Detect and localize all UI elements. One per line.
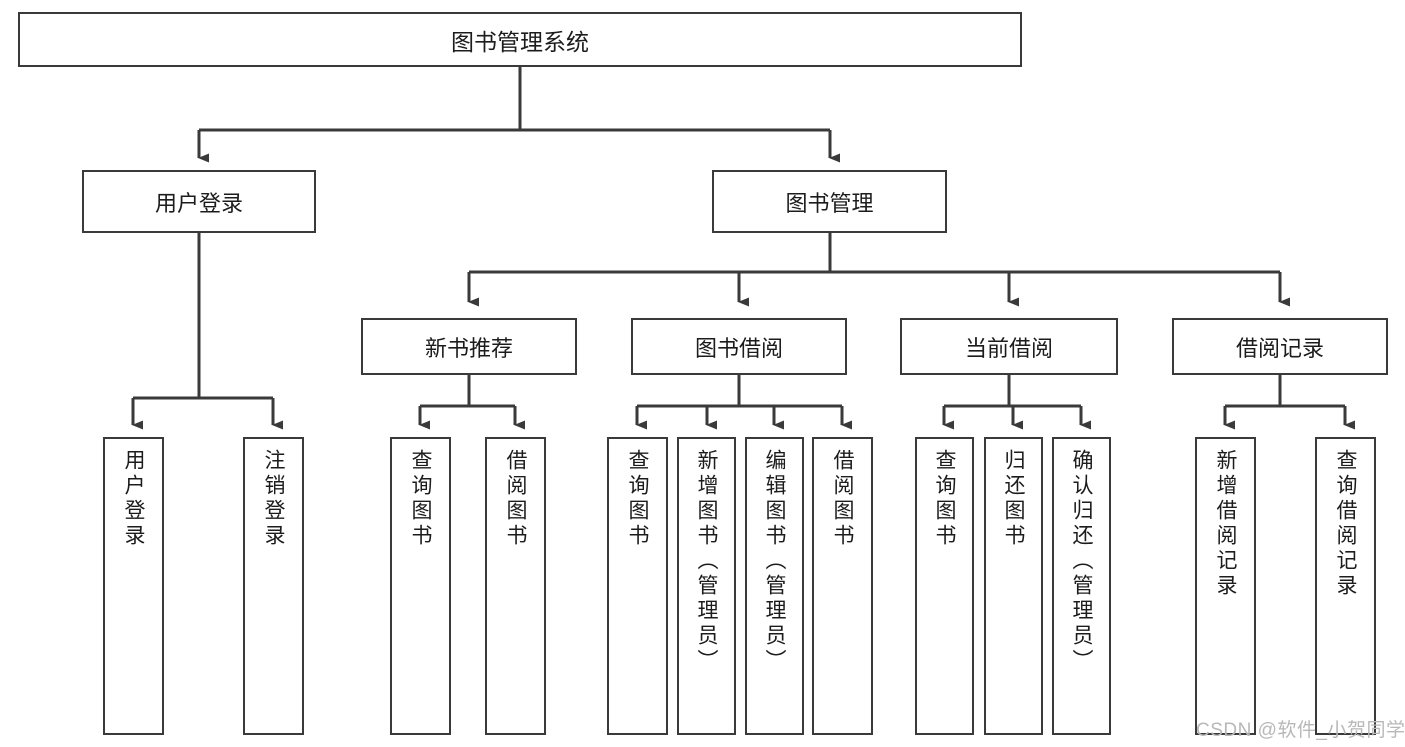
node-borrowing-record[interactable]: 借阅记录 xyxy=(1172,318,1388,375)
node-current-borrowing[interactable]: 当前借阅 xyxy=(900,318,1118,375)
leaf-new-book-query-book[interactable]: 查询图书 xyxy=(390,437,451,735)
leaf-label: 编辑图书（管理员） xyxy=(763,449,786,674)
leaf-label: 归还图书 xyxy=(1002,449,1025,549)
leaf-label: 查询图书 xyxy=(933,449,956,549)
leaf-new-book-borrow-book[interactable]: 借阅图书 xyxy=(485,437,546,735)
leaf-current-borrow-query-book[interactable]: 查询图书 xyxy=(915,437,974,735)
node-book-borrowing[interactable]: 图书借阅 xyxy=(631,318,847,375)
leaf-current-borrow-confirm-return-admin[interactable]: 确认归还（管理员） xyxy=(1052,437,1111,735)
leaf-label: 借阅图书 xyxy=(504,449,527,549)
leaf-book-borrow-add-book-admin[interactable]: 新增图书（管理员） xyxy=(677,437,736,735)
leaf-current-borrow-return-book[interactable]: 归还图书 xyxy=(984,437,1043,735)
node-root-book-management-system[interactable]: 图书管理系统 xyxy=(18,12,1022,67)
node-label: 图书借阅 xyxy=(694,335,783,361)
leaf-label: 确认归还（管理员） xyxy=(1070,449,1093,674)
leaf-label: 借阅图书 xyxy=(831,449,854,549)
node-label: 图书管理系统 xyxy=(451,28,589,55)
node-user-login[interactable]: 用户登录 xyxy=(82,170,316,233)
node-label: 图书管理 xyxy=(785,190,874,216)
node-new-book-recommendation[interactable]: 新书推荐 xyxy=(361,318,577,375)
node-label: 借阅记录 xyxy=(1235,335,1324,361)
leaf-label: 注销登录 xyxy=(262,449,285,549)
node-label: 用户登录 xyxy=(154,190,243,216)
leaf-borrow-record-query-record[interactable]: 查询借阅记录 xyxy=(1315,437,1376,735)
leaf-book-borrow-edit-book-admin[interactable]: 编辑图书（管理员） xyxy=(745,437,804,735)
leaf-borrow-record-add-record[interactable]: 新增借阅记录 xyxy=(1195,437,1256,735)
leaf-label: 查询借阅记录 xyxy=(1334,449,1357,599)
leaf-label: 新增图书（管理员） xyxy=(695,449,718,674)
leaf-book-borrow-borrow-book[interactable]: 借阅图书 xyxy=(812,437,873,735)
leaf-book-borrow-query-book[interactable]: 查询图书 xyxy=(607,437,668,735)
leaf-label: 查询图书 xyxy=(409,449,432,549)
leaf-label: 用户登录 xyxy=(122,449,145,549)
node-label: 新书推荐 xyxy=(424,335,513,361)
node-book-management[interactable]: 图书管理 xyxy=(712,170,947,233)
leaf-user-login-logout[interactable]: 注销登录 xyxy=(243,437,304,735)
leaf-label: 查询图书 xyxy=(626,449,649,549)
leaf-label: 新增借阅记录 xyxy=(1214,449,1237,599)
leaf-user-login-login[interactable]: 用户登录 xyxy=(103,437,164,735)
node-label: 当前借阅 xyxy=(964,335,1053,361)
